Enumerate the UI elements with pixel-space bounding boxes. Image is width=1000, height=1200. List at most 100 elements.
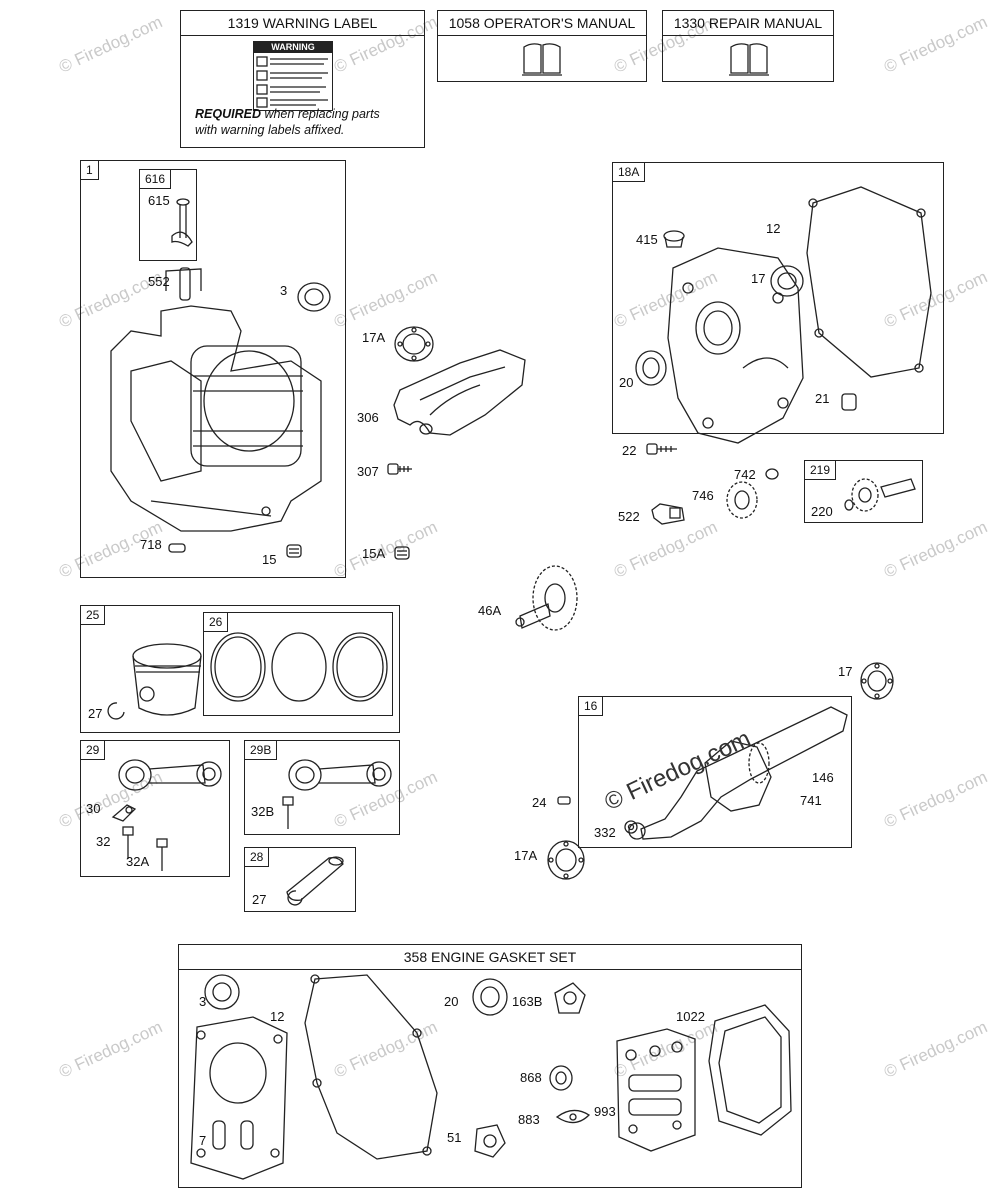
watermark: © Firedog.com: [881, 767, 991, 832]
watermark: © Firedog.com: [881, 1017, 991, 1082]
group-tag: 28: [244, 847, 270, 867]
bearing-17-part: [770, 265, 804, 297]
callout-746: 746: [692, 488, 714, 503]
callout-552: 552: [148, 274, 170, 289]
callout-46a: 46A: [478, 603, 502, 618]
lock-tab-30-part: [111, 804, 137, 822]
cylinder-head-gasket-7-part: [190, 1016, 288, 1180]
bearing-17-right-part: [860, 662, 894, 700]
cylinder-block-part: [110, 268, 322, 532]
callout-718: 718: [140, 537, 162, 552]
gasket-set-title: 358 ENGINE GASKET SET: [179, 945, 801, 970]
callout-17: 17: [838, 664, 853, 679]
dowel-pin-part: [168, 543, 186, 553]
repair-manual-box[interactable]: 1330 REPAIR MANUAL: [662, 10, 834, 82]
callout-522: 522: [618, 509, 640, 524]
gasket-callout-7: 7: [199, 1133, 207, 1148]
oil-seal-part: [297, 282, 331, 312]
plug-part: [286, 544, 302, 558]
group-tag: 16: [578, 696, 604, 716]
operators-manual-title: 1058 OPERATOR'S MANUAL: [438, 11, 646, 36]
nut-332-part: [624, 820, 638, 834]
group-29b-connecting-rod[interactable]: 29B: [244, 740, 400, 835]
operators-manual-box[interactable]: 1058 OPERATOR'S MANUAL: [437, 10, 647, 82]
clip-742-part: [765, 468, 779, 480]
gasket-callout-3: 3: [199, 994, 207, 1009]
group-16-crankshaft[interactable]: 16 © Firedog.com: [578, 696, 852, 848]
oil-cap-415-part: [663, 230, 685, 248]
callout-30: 30: [86, 801, 101, 816]
gasket-callout-12: 12: [270, 1009, 285, 1024]
callout-32: 32: [96, 834, 111, 849]
group-616-valve-guide[interactable]: 616: [139, 169, 197, 261]
governor-gear-746-part: [726, 481, 758, 519]
watermark: © Firedog.com: [331, 517, 441, 582]
gasket-12-part: [806, 186, 932, 378]
callout-20: 20: [619, 375, 634, 390]
warning-sticker: WARNING: [253, 41, 333, 111]
group-29-connecting-rod[interactable]: 29: [80, 740, 230, 877]
screw-22-part: [646, 443, 677, 455]
gasket-51-part: [474, 1124, 506, 1158]
bolt-32b-part: [282, 796, 294, 829]
watermark: © Firedog.com: [881, 517, 991, 582]
group-25-piston[interactable]: 25 26: [80, 605, 400, 733]
bearing-17a-bottom-part: [547, 840, 585, 880]
group-26-rings[interactable]: 26: [203, 612, 393, 716]
book-icon: [522, 43, 562, 76]
required-note-text: when replacing parts: [260, 107, 380, 121]
camshaft-46a-part: [515, 565, 578, 631]
engine-gasket-set[interactable]: 358 ENGINE GASKET SET: [178, 944, 802, 1188]
group-18a-crankcase-cover[interactable]: 18A: [612, 162, 944, 444]
screw-307-part: [387, 463, 412, 475]
guide-part: [179, 267, 191, 301]
callout-17a: 17A: [514, 848, 538, 863]
callout-15: 15: [262, 552, 277, 567]
crankshaft-part: [628, 706, 848, 840]
connecting-rod-29b-part: [288, 759, 392, 791]
group-tag: 18A: [612, 162, 646, 182]
crankcase-gasket-12-part: [304, 974, 438, 1160]
warning-label-title: 1319 WARNING LABEL: [181, 11, 424, 36]
gasket-callout-1022: 1022: [676, 1009, 705, 1024]
callout-24: 24: [532, 795, 547, 810]
seal-868-part: [549, 1065, 573, 1091]
seal-3-part: [204, 974, 240, 1010]
callout-742: 742: [734, 467, 756, 482]
bolt-32a-part: [156, 838, 168, 871]
connecting-rod-part: [118, 759, 222, 791]
gasket-993-part: [616, 1028, 696, 1152]
watermark: © Firedog.com: [56, 1017, 166, 1082]
piston-part: [132, 643, 202, 716]
group-tag: 219: [804, 460, 837, 480]
group-28-piston-pin[interactable]: 28: [244, 847, 356, 912]
group-219-governor[interactable]: 219: [804, 460, 923, 523]
warning-sticker-heading: WARNING: [254, 42, 332, 53]
callout-220: 220: [811, 504, 833, 519]
book-icon: [729, 43, 769, 76]
group-tag: 29: [80, 740, 106, 760]
warning-required-note: REQUIRED when replacing parts: [195, 107, 380, 121]
callout-15a: 15A: [362, 546, 386, 561]
gasket-883-part: [555, 1109, 591, 1124]
group-tag: 29B: [244, 740, 278, 760]
seal-20-part: [635, 350, 667, 386]
callout-21: 21: [815, 391, 830, 406]
group-1-cylinder-block[interactable]: 1 616: [80, 160, 346, 578]
callout-741: 741: [800, 793, 822, 808]
callout-32a: 32A: [126, 854, 150, 869]
bracket-522-part: [651, 503, 685, 525]
group-tag: 1: [80, 160, 99, 180]
seal-20-gasket-part: [472, 978, 508, 1016]
fitting-21-part: [841, 393, 857, 411]
valve-guide-part: [171, 198, 193, 247]
repair-manual-title: 1330 REPAIR MANUAL: [663, 11, 833, 36]
callout-27: 27: [252, 892, 267, 907]
gasket-callout-51: 51: [447, 1130, 462, 1145]
warning-label-box[interactable]: 1319 WARNING LABEL WARNING REQUIRED when…: [180, 10, 425, 148]
required-label: REQUIRED: [195, 107, 261, 121]
callout-415: 415: [636, 232, 658, 247]
watermark: © Firedog.com: [56, 12, 166, 77]
callout-146: 146: [812, 770, 834, 785]
watermark: © Firedog.com: [881, 12, 991, 77]
